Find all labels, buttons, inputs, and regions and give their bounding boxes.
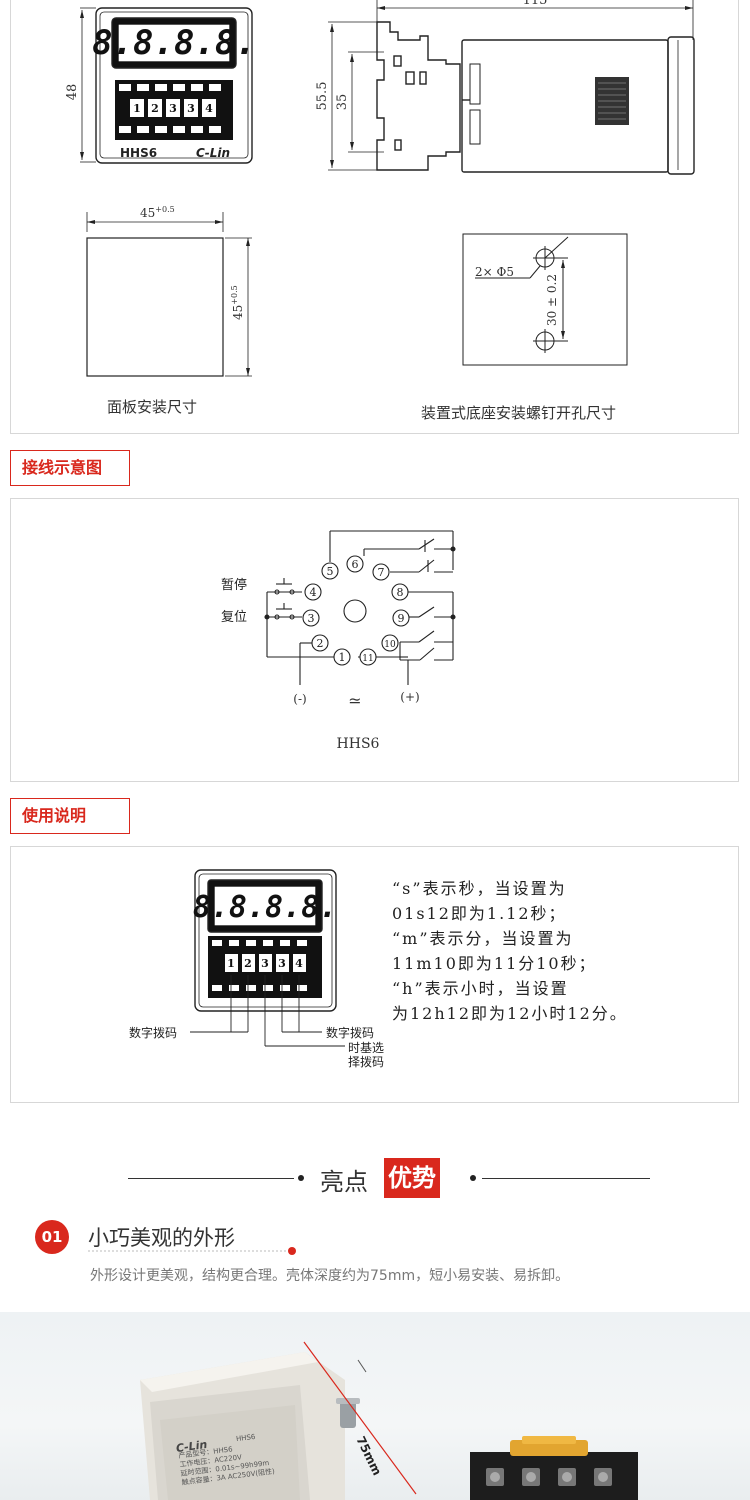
reset-label: 复位 (221, 610, 247, 625)
front-dip-digit: 1 (133, 102, 141, 115)
usage-note: 为12h12即为12小时12分。 (392, 1004, 628, 1023)
side-view (328, 0, 695, 175)
panel-height-tol: +0.5 (230, 285, 239, 304)
panel-cutout (86, 212, 252, 377)
pos-terminal: (+) (400, 690, 419, 704)
usage-note: “h”表示小时，当设置 (392, 979, 569, 998)
pin-circles (302, 555, 410, 666)
wiring-panel (10, 498, 739, 782)
base-holes (462, 233, 628, 366)
front-view (80, 7, 253, 164)
pin-number: 4 (310, 586, 317, 599)
usage-dip-digit: 1 (227, 957, 235, 970)
usage-note: 11m10即为11分10秒； (392, 954, 597, 973)
highlight-rule-right (482, 1178, 650, 1179)
pin-numbers: 1 2 3 4 5 6 7 8 9 10 11 (308, 558, 405, 664)
usage-dip-digit: 3 (261, 957, 269, 970)
feature-number-badge: 01 (35, 1220, 69, 1254)
highlight-dot-right (470, 1175, 476, 1181)
neg-terminal: (-) (293, 692, 306, 706)
dimension-drawing: 8.8.8.8. 1 2 3 3 4 HHS6 C-Lin 48 (65, 0, 695, 377)
side-inner-height-dim: 35 (335, 94, 350, 111)
label-timebase-2: 择拨码 (348, 1055, 384, 1069)
usage-dip-digit: 2 (244, 957, 252, 970)
pause-label: 暂停 (221, 577, 247, 593)
panel-width-dim: 45+0.5 (140, 205, 175, 220)
hole-label: 2× Φ5 (475, 265, 514, 279)
pin-number: 2 (317, 637, 324, 650)
highlight-boxed-word: 优势 (384, 1158, 440, 1198)
usage-panel (10, 846, 739, 1103)
dimensions-panel (10, 0, 739, 434)
pin-number: 11 (362, 654, 373, 664)
side-width-dim: 115 (523, 0, 548, 8)
front-model-label: HHS6 (120, 146, 157, 160)
usage-note: 01s12即为1.12秒； (392, 904, 567, 923)
pin-number: 7 (378, 566, 385, 579)
hole-spacing: 30 ± 0.2 (545, 274, 559, 326)
wiring-heading: 接线示意图 (10, 450, 130, 486)
pin-number: 9 (398, 612, 405, 625)
wiring-model: HHS6 (337, 736, 380, 752)
usage-heading: 使用说明 (10, 798, 130, 834)
side-outer-height-dim: 55.5 (315, 82, 330, 111)
panel-width-value: 45 (140, 206, 155, 220)
wiring-diagram: 1 2 3 4 5 6 7 8 9 10 11 暂停 复位 (-) ≃ (+) … (221, 530, 456, 752)
feature-description: 外形设计更美观，结构更合理。壳体深度约为75mm，短小易安装、易拆卸。 (90, 1268, 570, 1284)
pin-number: 1 (339, 651, 346, 664)
front-brand-label: C-Lin (196, 146, 230, 160)
pin-number: 3 (308, 612, 315, 625)
highlight-word: 亮点 (320, 1168, 368, 1196)
product-photo (0, 1312, 750, 1500)
panel-height-dim: 45+0.5 (230, 285, 245, 320)
product-photo-art (140, 1341, 638, 1500)
front-height-dim: 48 (65, 84, 80, 101)
feature-underline (88, 1247, 296, 1255)
panel-caption: 面板安装尺寸 (107, 398, 198, 416)
feature-title: 小巧美观的外形 (88, 1226, 235, 1250)
usage-diagram: 8.8.8.8. 1 2 3 3 4 数字拨码 数字拨码 时基选 择拨码 (129, 869, 384, 1069)
front-display-digits: 8.8.8.8. (92, 23, 256, 63)
highlight-rule-left (128, 1178, 294, 1179)
usage-note: “m”表示分，当设置为 (392, 929, 574, 948)
usage-note: “s”表示秒，当设置为 (392, 879, 567, 898)
usage-display-digits: 8.8.8.8. (193, 890, 338, 925)
front-dip-digit: 2 (151, 102, 159, 115)
pin-number: 6 (352, 558, 359, 571)
front-dip-digit: 3 (187, 102, 195, 115)
pin-number: 5 (327, 565, 334, 578)
base-caption: 装置式底座安装螺钉开孔尺寸 (421, 404, 617, 422)
label-digit-right: 数字拨码 (326, 1025, 374, 1040)
highlight-dot-left (298, 1175, 304, 1181)
panel-width-tol: +0.5 (155, 205, 174, 214)
front-dip-digit: 3 (169, 102, 177, 115)
pin-number: 8 (397, 586, 404, 599)
label-digit-left: 数字拨码 (129, 1025, 177, 1040)
panel-height-value: 45 (231, 305, 245, 320)
usage-dip-digit: 4 (295, 957, 303, 970)
ac-symbol: ≃ (348, 691, 361, 710)
label-timebase-1: 时基选 (348, 1041, 384, 1055)
pin-number: 10 (384, 640, 396, 650)
usage-dip-digit: 3 (278, 957, 286, 970)
front-dip-digit: 4 (205, 102, 213, 115)
front-dip-digits: 1 2 3 3 4 (133, 102, 213, 115)
